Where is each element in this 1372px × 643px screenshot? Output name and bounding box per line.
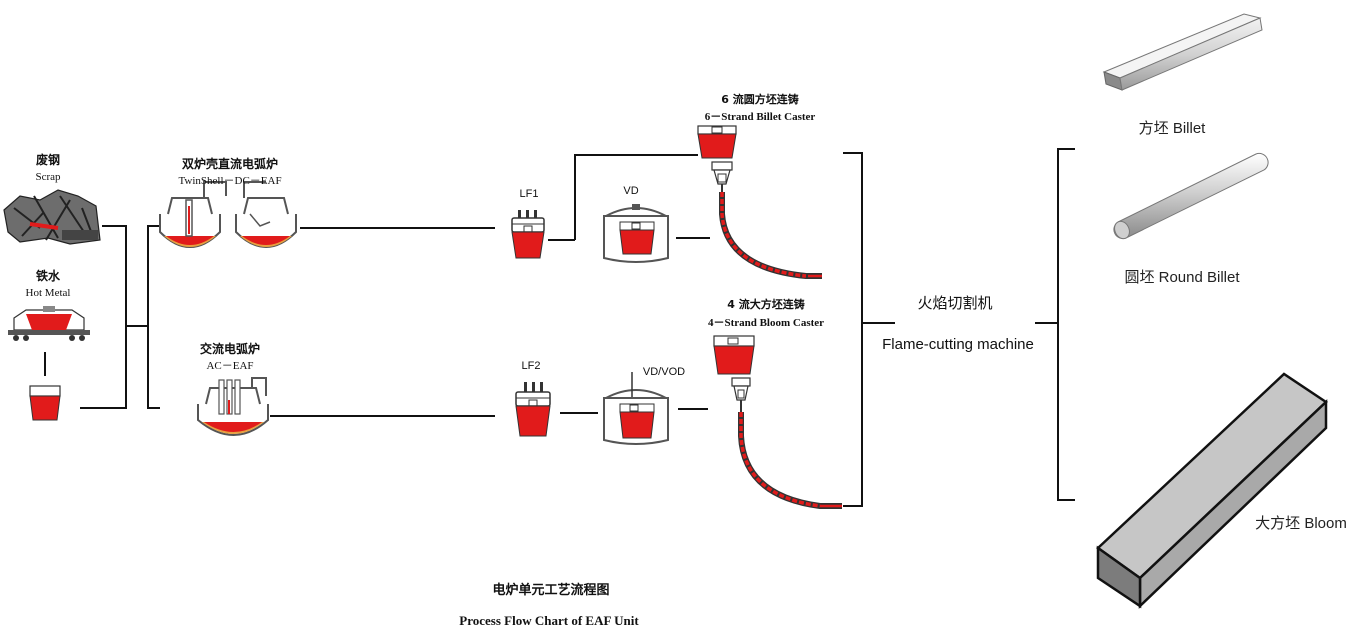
bloom-caster-icon xyxy=(713,335,842,509)
scrap-pile-icon xyxy=(3,189,101,245)
vd-vacuum-tank-icon xyxy=(603,204,669,263)
bloom-caster-label-en: 4－Strand Bloom Caster xyxy=(707,317,825,329)
twinshell-label-en: TwinShell－DC－EAF xyxy=(178,175,282,187)
hot-metal-label-en: Hot Metal xyxy=(25,287,71,299)
lf1-ladle-furnace-icon xyxy=(511,210,545,259)
torpedo-car-icon xyxy=(8,306,90,341)
chart-title-zh: 电炉单元工艺流程图 xyxy=(492,583,610,598)
bloom-caster-label-zh: 4 流大方坯连铸 xyxy=(727,298,805,311)
scrap-label-en: Scrap xyxy=(35,171,61,183)
billet-caster-label-en: 6－Strand Billet Caster xyxy=(704,111,816,123)
vd-label: VD xyxy=(623,185,639,197)
vd-vod-vacuum-tank-icon xyxy=(603,372,669,445)
lf2-ladle-furnace-icon xyxy=(515,382,551,437)
lf2-label: LF2 xyxy=(521,360,541,372)
flame-cutting-label-zh: 火焰切割机 xyxy=(917,295,993,312)
vdvod-label: VD/VOD xyxy=(642,366,686,378)
ac-eaf-label-zh: 交流电弧炉 xyxy=(199,342,261,356)
scrap-label-zh: 废钢 xyxy=(35,153,61,167)
billet-caster-icon xyxy=(697,125,822,279)
lf1-label: LF1 xyxy=(519,188,539,200)
bloom-product-icon xyxy=(1096,372,1328,609)
twinshell-dc-eaf-icon xyxy=(159,181,297,248)
billet-product-label: 方坯 Billet xyxy=(1138,120,1206,137)
billet-product-icon xyxy=(1102,13,1263,91)
round-billet-product-icon xyxy=(1113,152,1269,240)
hot-metal-ladle-icon xyxy=(29,385,61,421)
ac-eaf-label-en: AC－EAF xyxy=(206,360,254,372)
billet-caster-label-zh: 6 流圆方坯连铸 xyxy=(721,93,799,106)
round-billet-product-label: 圆坯 Round Billet xyxy=(1124,269,1240,286)
flow-lines xyxy=(80,148,1075,507)
ac-eaf-icon xyxy=(197,377,269,436)
flame-cutting-label-en: Flame-cutting machine xyxy=(882,336,1034,353)
chart-title-en: Process Flow Chart of EAF Unit xyxy=(459,613,639,628)
hot-metal-label-zh: 铁水 xyxy=(35,269,61,283)
bloom-product-label: 大方坯 Bloom xyxy=(1255,515,1347,532)
twinshell-label-zh: 双炉壳直流电弧炉 xyxy=(181,157,279,171)
